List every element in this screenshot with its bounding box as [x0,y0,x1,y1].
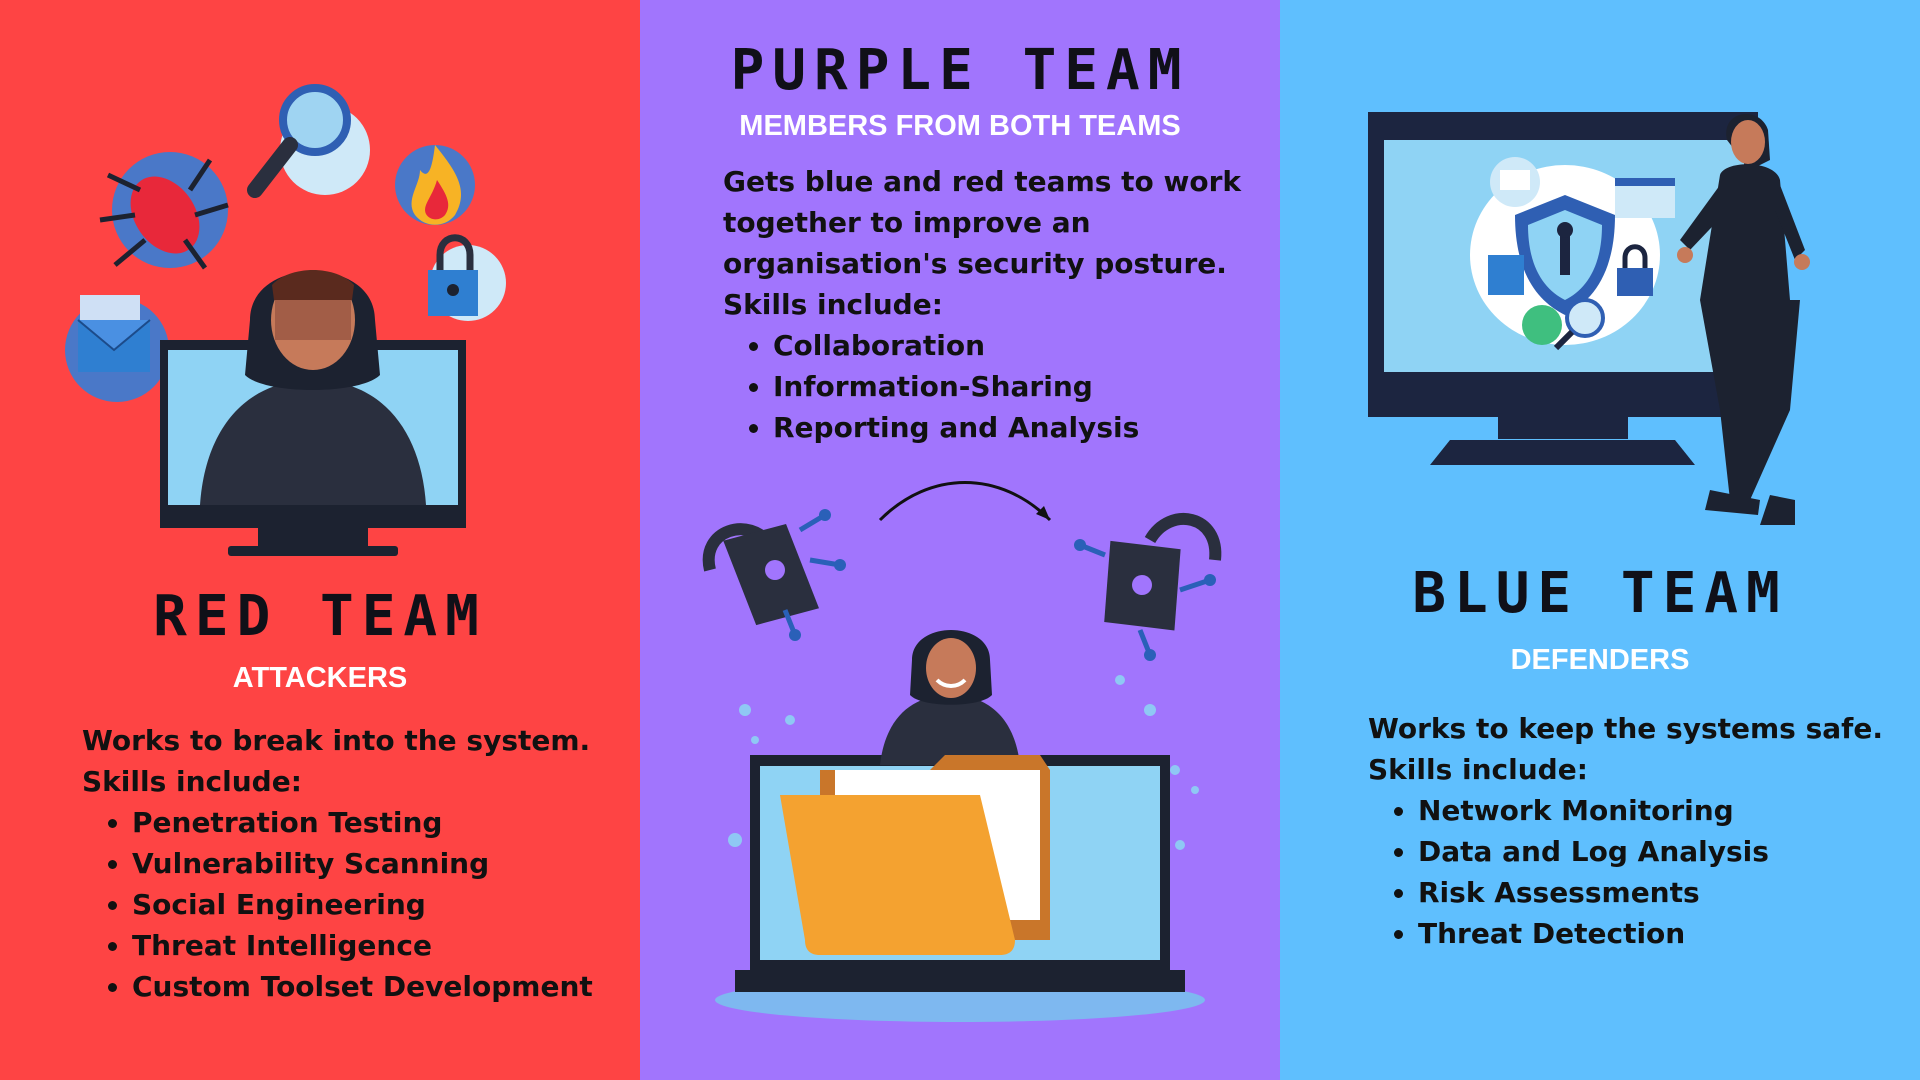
purple-team-panel: PURPLE TEAM MEMBERS FROM BOTH TEAMS Gets… [640,0,1280,1080]
list-item: Custom Toolset Development [132,966,622,1007]
padlock-icon [428,234,506,321]
red-team-title: RED TEAM [153,584,487,649]
list-item: Information-Sharing [773,366,1263,407]
magnifier-icon [1522,298,1605,351]
purple-team-description-line: Gets blue and red teams to work [723,165,1242,198]
hacker-figure [200,270,426,505]
arrow-head-icon [1036,506,1050,520]
folder-icon [780,755,1050,955]
list-item: Threat Detection [1418,913,1908,954]
list-item: Social Engineering [132,884,622,925]
red-team-subtitle: ATTACKERS [232,662,408,694]
list-item: Reporting and Analysis [773,407,1263,448]
chat-bubble-icon [1490,157,1540,207]
blue-team-panel: BLUE TEAM DEFENDERS Works to keep the sy… [1280,0,1920,1080]
envelope-icon [1488,255,1524,295]
broken-lock-icon [702,509,846,641]
list-item: Threat Intelligence [132,925,622,966]
blue-team-title: BLUE TEAM [1412,561,1788,626]
red-team-panel: RED TEAM ATTACKERS Works to break into t… [0,0,640,1080]
purple-team-skills-list: Collaboration Information-Sharing Report… [723,325,1263,448]
hacker-figure [880,630,1020,765]
blue-team-skills-list: Network Monitoring Data and Log Analysis… [1368,790,1908,954]
purple-team-subtitle: MEMBERS FROM BOTH TEAMS [739,110,1181,142]
red-team-skills-list: Penetration Testing Vulnerability Scanni… [82,802,622,1007]
bug-icon [99,152,229,270]
browser-window-icon [1615,178,1675,218]
shield-icon [1470,165,1660,345]
purple-team-description-line: together to improve an [723,206,1091,239]
red-team-body: Works to break into the system. Skills i… [82,720,622,1007]
blue-team-description: Works to keep the systems safe. [1368,712,1883,745]
fire-icon [395,145,475,225]
blue-team-illustration [1368,112,1810,525]
list-item: Data and Log Analysis [1418,831,1908,872]
purple-team-body: Gets blue and red teams to work together… [723,161,1263,448]
decorative-dots [728,675,1199,850]
purple-team-description-line: organisation's security posture. [723,247,1227,280]
red-team-skills-intro: Skills include: [82,765,302,798]
blue-team-body: Works to keep the systems safe. Skills i… [1368,708,1908,954]
list-item: Collaboration [773,325,1263,366]
envelope-icon [65,295,169,402]
list-item: Risk Assessments [1418,872,1908,913]
blue-team-subtitle: DEFENDERS [1510,644,1690,676]
purple-team-title: PURPLE TEAM [730,38,1190,103]
purple-team-skills-intro: Skills include: [723,288,943,321]
list-item: Vulnerability Scanning [132,843,622,884]
blue-team-skills-intro: Skills include: [1368,753,1588,786]
red-team-illustration [65,84,506,556]
broken-lock-icon [1074,512,1222,661]
padlock-icon [1617,244,1653,296]
list-item: Network Monitoring [1418,790,1908,831]
list-item: Penetration Testing [132,802,622,843]
magnifier-icon [247,84,370,198]
hacker-figure [1677,113,1810,525]
arrow-icon [878,481,1052,522]
red-team-description: Works to break into the system. [82,724,591,757]
purple-team-illustration [702,481,1222,1022]
